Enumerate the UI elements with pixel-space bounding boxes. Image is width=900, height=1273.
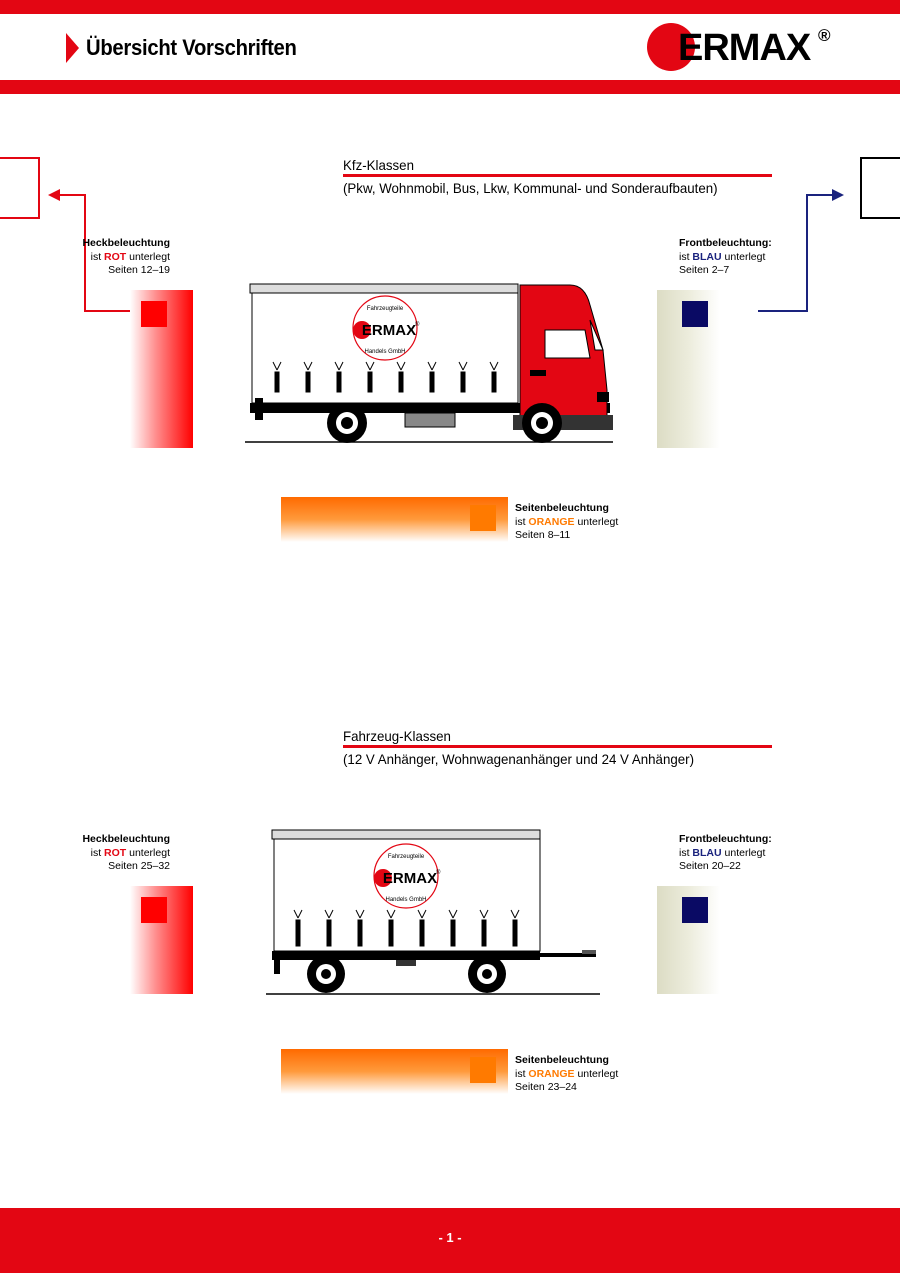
rear-lighting-label: Heckbeleuchtung ist ROT unterlegt Seiten… — [82, 833, 170, 874]
rear-pages: Seiten 25–32 — [108, 860, 170, 872]
section-rule — [343, 174, 772, 177]
rear-lighting-label: Heckbeleuchtung ist ROT unterlegt Seiten… — [82, 237, 170, 278]
top-bar — [0, 0, 900, 14]
side-pre: ist — [515, 515, 526, 528]
rear-post: unterlegt — [129, 250, 170, 263]
front-color-swatch — [682, 897, 708, 923]
trailer-illustration: ERMAX ® Fahrzeugteile Handels GmbH — [266, 829, 600, 995]
vehicle-logo-name: ERMAX — [362, 322, 416, 339]
side-color-swatch — [470, 1057, 496, 1083]
rear-color-word: ROT — [104, 846, 127, 859]
front-color-swatch — [682, 301, 708, 327]
svg-text:®: ® — [436, 869, 441, 876]
rear-pre: ist — [90, 846, 102, 859]
side-color-word: ORANGE — [528, 515, 575, 528]
logo: ERMAX — [678, 27, 811, 69]
rear-heading: Heckbeleuchtung — [82, 237, 170, 249]
left-edge-frame — [0, 157, 40, 219]
right-arrow-icon — [832, 189, 844, 201]
truck-illustration: ERMAX ® Fahrzeugteile Handels GmbH — [245, 283, 613, 443]
rear-connector-line — [55, 194, 134, 312]
section-title-fahrzeug: Fahrzeug-Klassen — [343, 728, 451, 744]
logo-circle — [647, 23, 695, 71]
svg-text:Fahrzeugteile: Fahrzeugteile — [367, 306, 404, 312]
page-number: - 1 - — [438, 1230, 462, 1245]
rear-pre: ist — [90, 250, 102, 263]
front-lighting-label: Frontbeleuchtung: ist BLAU unterlegt Sei… — [679, 237, 772, 278]
side-heading: Seitenbeleuchtung — [515, 502, 609, 514]
section-subtitle-fahrzeug: (12 V Anhänger, Wohnwagenanhänger und 24… — [343, 751, 695, 767]
section-title-kfz: Kfz-Klassen — [343, 157, 414, 173]
svg-text:Fahrzeugteile: Fahrzeugteile — [388, 854, 425, 860]
front-post: unterlegt — [724, 250, 766, 263]
front-pages: Seiten 2–7 — [679, 264, 730, 276]
rear-color-swatch — [141, 301, 167, 327]
side-color-word: ORANGE — [528, 1067, 575, 1080]
side-post: unterlegt — [577, 1067, 619, 1080]
svg-text:®: ® — [415, 321, 420, 328]
front-pre: ist — [679, 846, 690, 859]
section-subtitle-kfz: (Pkw, Wohnmobil, Bus, Lkw, Kommunal- und… — [343, 180, 718, 196]
side-lighting-label: Seitenbeleuchtung ist ORANGE unterlegt S… — [515, 502, 618, 543]
front-lighting-label: Frontbeleuchtung: ist BLAU unterlegt Sei… — [679, 833, 772, 874]
curtain-straps — [293, 909, 520, 947]
rear-post: unterlegt — [129, 846, 170, 859]
side-heading: Seitenbeleuchtung — [515, 1054, 609, 1066]
front-connector-line — [758, 194, 836, 312]
vehicle-logo-name: ERMAX — [383, 870, 437, 887]
title-arrow-icon — [66, 33, 79, 63]
header-band — [0, 80, 900, 94]
svg-text:Handels GmbH: Handels GmbH — [385, 897, 426, 903]
front-pre: ist — [679, 250, 690, 263]
side-color-swatch — [470, 505, 496, 531]
connector-arrows — [48, 189, 844, 312]
rear-pages: Seiten 12–19 — [108, 264, 170, 276]
side-pre: ist — [515, 1067, 526, 1080]
side-pages: Seiten 8–11 — [515, 529, 571, 541]
front-heading: Frontbeleuchtung: — [679, 237, 772, 249]
side-lighting-label: Seitenbeleuchtung ist ORANGE unterlegt S… — [515, 1054, 618, 1095]
rear-color-word: ROT — [104, 250, 127, 263]
front-heading: Frontbeleuchtung: — [679, 833, 772, 845]
front-color-word: BLAU — [692, 846, 722, 859]
rear-heading: Heckbeleuchtung — [82, 833, 170, 845]
left-arrow-icon — [48, 189, 60, 201]
front-post: unterlegt — [724, 846, 766, 859]
rear-color-swatch — [141, 897, 167, 923]
section-rule — [343, 745, 772, 748]
front-pages: Seiten 20–22 — [679, 860, 741, 872]
side-pages: Seiten 23–24 — [515, 1081, 577, 1093]
front-color-word: BLAU — [692, 250, 722, 263]
logo-registered-mark: ® — [818, 26, 831, 45]
page-title: Übersicht Vorschriften — [86, 35, 297, 60]
right-edge-frame — [860, 157, 900, 219]
side-post: unterlegt — [577, 515, 619, 528]
footer-band — [0, 1208, 900, 1273]
svg-text:Handels GmbH: Handels GmbH — [364, 349, 405, 355]
curtain-straps — [272, 361, 499, 393]
